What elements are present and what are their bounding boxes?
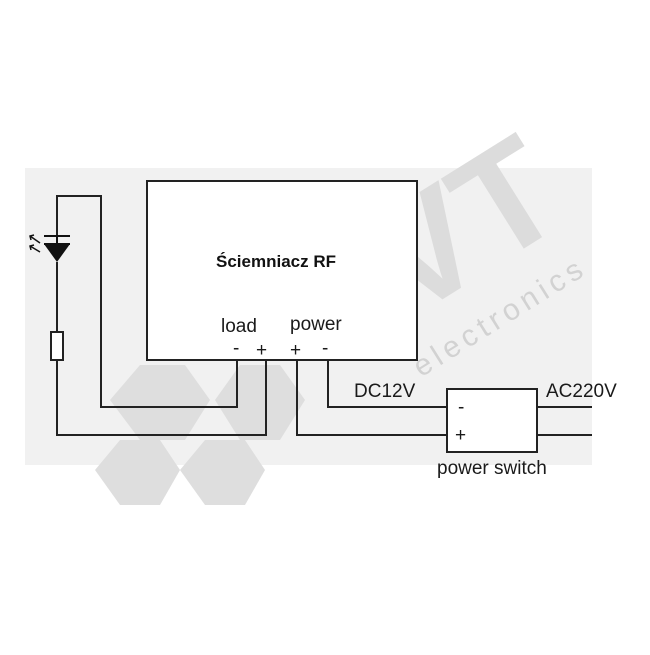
- power-minus-sign: -: [322, 338, 328, 359]
- switch-minus-sign: -: [458, 397, 464, 418]
- led-icon: [29, 234, 70, 262]
- module-title: Ściemniacz RF: [216, 252, 336, 271]
- load-plus-wire: [56, 360, 267, 436]
- power-switch-label: power switch: [437, 458, 547, 479]
- resistor-icon: [50, 331, 64, 361]
- dc-voltage-label: DC12V: [354, 381, 416, 402]
- ac-voltage-label: AC220V: [546, 381, 617, 402]
- power-switch-box: [446, 388, 538, 453]
- switch-plus-sign: +: [455, 425, 466, 446]
- load-plus-sign: +: [256, 340, 267, 361]
- load-minus-wire: [56, 195, 238, 408]
- power-label: power: [290, 314, 342, 335]
- power-minus-wire: [327, 360, 447, 408]
- power-plus-sign: +: [290, 340, 301, 361]
- power-plus-wire: [296, 360, 447, 436]
- wires: [56, 195, 592, 436]
- load-minus-sign: -: [233, 338, 239, 359]
- dimmer-module-box: [146, 180, 418, 361]
- load-label: load: [221, 316, 257, 337]
